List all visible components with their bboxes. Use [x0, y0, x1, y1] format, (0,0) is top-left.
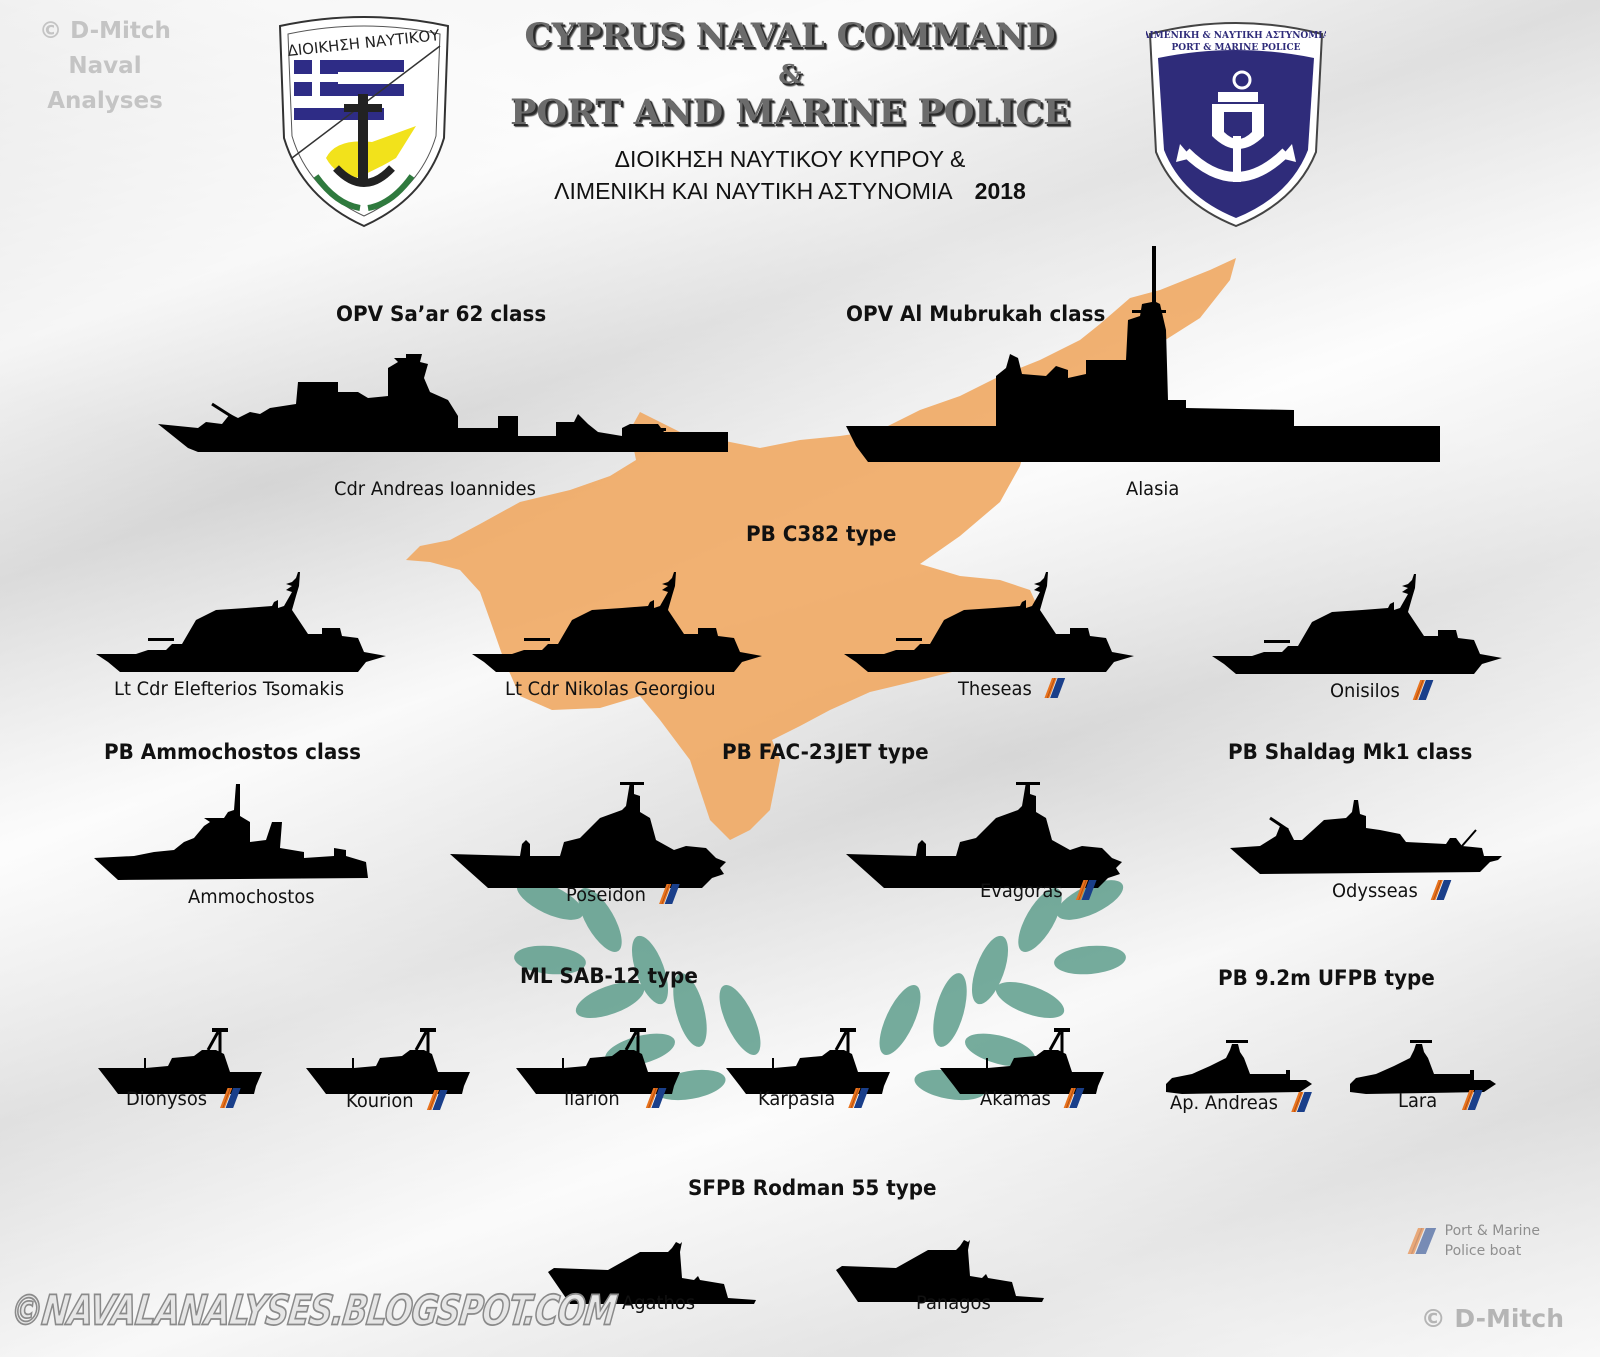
ship-name-text: Ilarion	[564, 1088, 620, 1110]
class-title: OPV Al Mubrukah class	[846, 302, 1106, 326]
legend-label: Port & Marine Police boat	[1445, 1221, 1540, 1261]
police-stripe-icon	[658, 884, 680, 904]
ship-name-text: Kourion	[346, 1090, 414, 1112]
ship-silhouette-c382-icon	[472, 572, 762, 672]
ship-name: Theseas	[958, 678, 1066, 700]
ship-name: Agathos	[622, 1292, 696, 1314]
svg-text:PORT & MARINE POLICE: PORT & MARINE POLICE	[1171, 43, 1300, 53]
class-title: OPV Sa’ar 62 class	[336, 302, 547, 326]
greek-subtitle-line2: ΛΙΜΕΝΙΚΗ ΚΑΙ ΝΑΥΤΙΚΗ ΑΣΤΥΝΟΜΙΑ 2018	[520, 178, 1060, 205]
ship-name: Evagoras	[980, 880, 1097, 902]
watermark-author: © D-Mitch Naval Analyses	[10, 14, 200, 119]
ship-silhouette-ufpb-icon	[1350, 1040, 1496, 1094]
ship-name-text: Ap. Andreas	[1170, 1092, 1278, 1114]
class-title: PB FAC-23JET type	[722, 740, 929, 764]
police-stripe-icon	[426, 1090, 448, 1110]
police-stripe-icon	[1461, 1090, 1483, 1110]
ship-name: Lt Cdr Elefterios Tsomakis	[114, 678, 345, 700]
ship-silhouette-al-mubrukah-icon	[846, 246, 1440, 462]
ship-name: Lara	[1398, 1090, 1483, 1112]
ship-name: Akamas	[980, 1088, 1085, 1110]
legend-line: Police boat	[1444, 1243, 1522, 1259]
police-stripe-icon	[1063, 1088, 1085, 1108]
class-title: SFPB Rodman 55 type	[688, 1176, 937, 1200]
police-stripe-icon	[1406, 1228, 1437, 1254]
class-title: PB Ammochostos class	[104, 740, 362, 764]
ship-silhouette-c382-icon	[96, 572, 386, 672]
ship-name: Ammochostos	[188, 886, 315, 908]
class-title: PB C382 type	[746, 522, 897, 546]
police-stripe-icon	[1044, 678, 1066, 698]
port-police-emblem-icon: ΛΙΜΕΝΙΚΗ & ΝΑΥΤΙΚΗ ΑΣΤΥΝΟΜΙΑ PORT & MARI…	[1146, 22, 1326, 228]
ship-name-text: Akamas	[980, 1088, 1051, 1110]
ship-silhouette-c382-icon	[1212, 574, 1502, 674]
police-stripe-icon	[645, 1088, 667, 1108]
ship-name-text: Onisilos	[1330, 680, 1400, 702]
watermark-line: © D-Mitch	[39, 18, 171, 44]
ship-name: Odysseas	[1332, 880, 1452, 902]
ship-silhouette-ufpb-icon	[1166, 1040, 1312, 1094]
greek-subtitle-text: ΛΙΜΕΝΙΚΗ ΚΑΙ ΝΑΥΤΙΚΗ ΑΣΤΥΝΟΜΙΑ	[554, 178, 953, 204]
svg-text:ΛΙΜΕΝΙΚΗ & ΝΑΥΤΙΚΗ ΑΣΤΥΝΟΜΙΑ: ΛΙΜΕΝΙΚΗ & ΝΑΥΤΙΚΗ ΑΣΤΥΝΟΜΙΑ	[1146, 31, 1326, 41]
police-stripe-icon	[1075, 880, 1097, 900]
page-title-ampersand: &	[778, 60, 802, 90]
police-stripe-icon	[219, 1088, 241, 1108]
watermark-line: Naval Analyses	[47, 53, 163, 114]
naval-command-emblem-icon: ΔΙΟΙΚΗΣΗ ΝΑΥΤΙΚΟΥ	[278, 16, 450, 228]
ship-name: Panagos	[916, 1292, 991, 1314]
watermark-blog: ©NAVALANALYSES.BLOGSPOT.COM	[7, 1287, 619, 1336]
ship-name: Ilarion	[564, 1088, 667, 1110]
page-title-line2: PORT AND MARINE POLICE	[510, 92, 1070, 133]
watermark-author-bottom: © D-Mitch	[1420, 1304, 1564, 1333]
ship-silhouette-ammochostos-icon	[94, 784, 368, 880]
class-title: PB 9.2m UFPB type	[1218, 966, 1435, 990]
ship-silhouette-sab12-icon	[306, 1028, 472, 1096]
ship-name-text: Evagoras	[980, 880, 1063, 902]
year-label: 2018	[974, 178, 1026, 204]
class-title: PB Shaldag Mk1 class	[1228, 740, 1473, 764]
police-stripe-icon	[847, 1088, 870, 1108]
ship-name: Dionysos	[126, 1088, 241, 1110]
ship-name-text: Theseas	[958, 678, 1032, 700]
ship-name: Cdr Andreas Ioannides	[334, 478, 536, 500]
ship-silhouette-c382-icon	[844, 572, 1134, 672]
legend-line: Port & Marine	[1444, 1223, 1540, 1239]
police-stripe-icon	[1412, 680, 1434, 700]
ship-silhouette-shaldag-icon	[1230, 800, 1502, 874]
ship-name: Ap. Andreas	[1170, 1092, 1312, 1114]
greek-subtitle-line1: ΔΙΟΙΚΗΣΗ ΝΑΥΤΙΚΟΥ ΚΥΠΡΟΥ &	[614, 146, 966, 172]
ship-silhouette-fac23-icon	[846, 782, 1122, 888]
ship-name-text: Poseidon	[566, 884, 646, 906]
legend: Port & Marine Police boat	[1399, 1221, 1540, 1261]
ship-name: Kourion	[346, 1090, 448, 1112]
police-stripe-icon	[1430, 880, 1452, 900]
class-title: ML SAB-12 type	[520, 964, 698, 988]
ship-silhouette-fac23-icon	[450, 782, 726, 888]
police-stripe-icon	[1290, 1092, 1312, 1112]
ship-name: Onisilos	[1330, 680, 1434, 702]
ship-name-text: Karpasia	[758, 1088, 836, 1110]
ship-name-text: Odysseas	[1332, 880, 1418, 902]
ship-name: Poseidon	[566, 884, 680, 906]
ship-name: Alasia	[1126, 478, 1180, 500]
ship-silhouette-saar62-icon	[158, 354, 728, 452]
ship-name-text: Dionysos	[126, 1088, 208, 1110]
ship-name-text: Lara	[1398, 1090, 1438, 1112]
page-title-line1: CYPRUS NAVAL COMMAND	[524, 16, 1056, 56]
ship-name: Karpasia	[758, 1088, 870, 1110]
ship-name: Lt Cdr Nikolas Georgiou	[505, 678, 716, 700]
